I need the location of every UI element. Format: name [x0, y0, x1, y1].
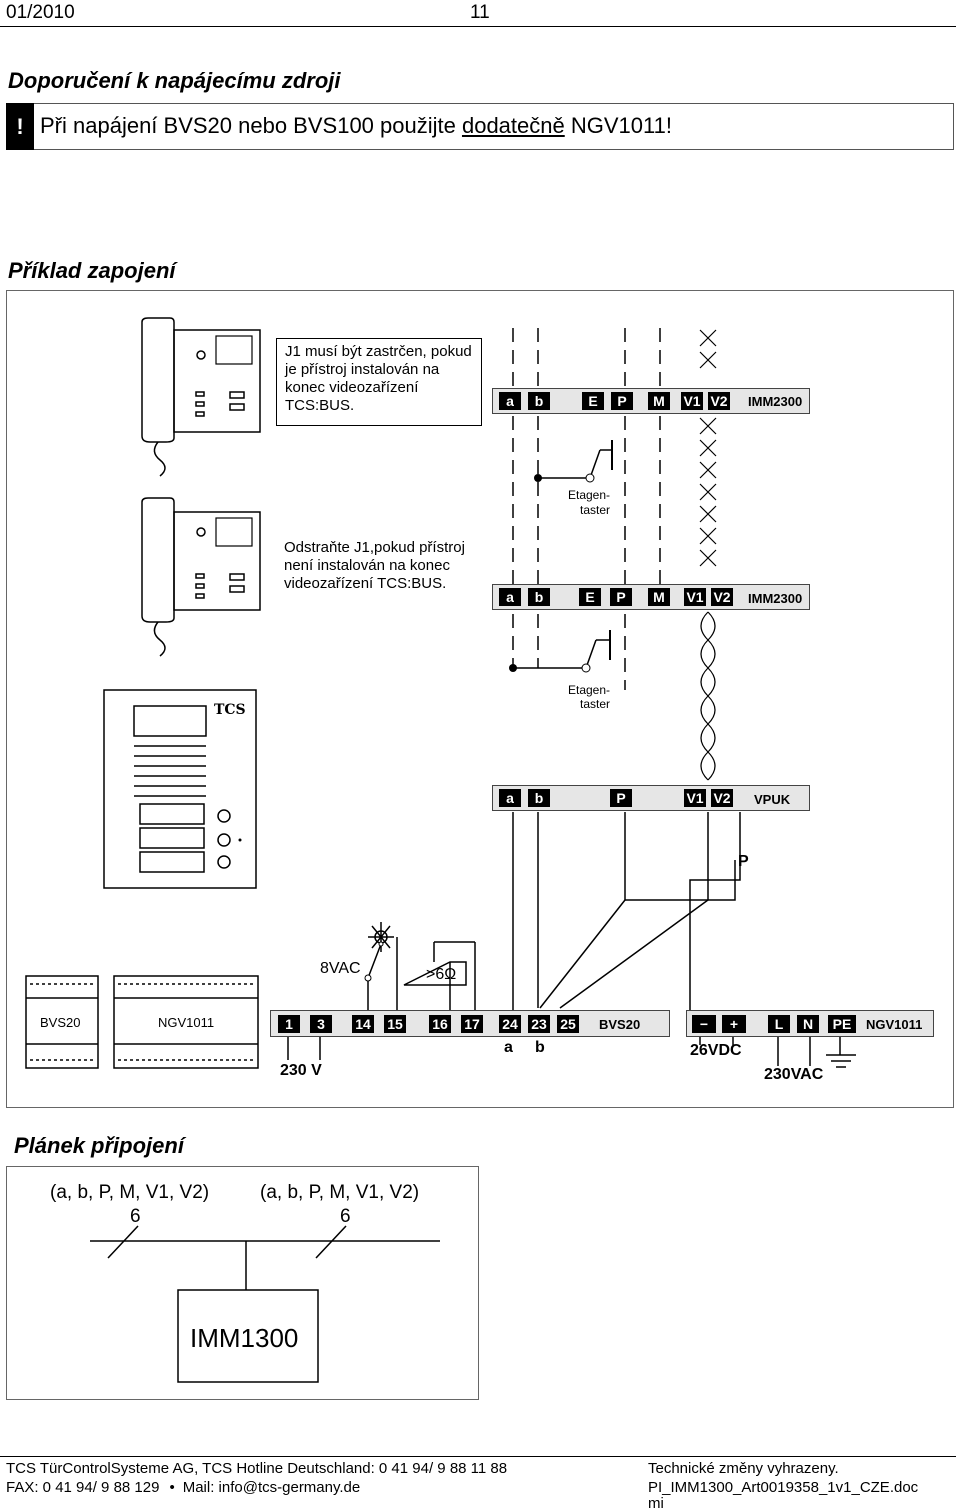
floor-button-label-2a: Etagen-: [568, 683, 611, 697]
cable-right-label: (a, b, P, M, V1, V2): [260, 1182, 420, 1203]
footer-doc-name: PI_IMM1300_Art0019358_1v1_CZE.doc: [648, 1479, 919, 1496]
example-section-title: Příklad zapojení: [8, 258, 176, 283]
power-section-title: Doporučení k napájecímu zdroji: [8, 68, 341, 93]
bvs20-module-label: BVS20: [40, 1015, 81, 1030]
note-j1-removed: Odstraňte J1,pokud přístroj není instalo…: [284, 539, 465, 592]
warning-text: Při napájení BVS20 nebo BVS100 použijte …: [40, 113, 672, 139]
strip-name-imm2300-bottom: IMM2300: [748, 591, 803, 606]
device-imm1300: IMM1300: [190, 1323, 299, 1353]
cable-left-count: 6: [130, 1206, 141, 1227]
floor-button-label-1b: taster: [580, 503, 611, 517]
footer-changes-note: Technické změny vyhrazeny.: [648, 1460, 839, 1477]
header-divider: [0, 26, 956, 27]
ngv1011-module-label: NGV1011: [158, 1015, 215, 1030]
header-date: 01/2010: [6, 2, 75, 23]
terminal-24: 24: [499, 1015, 521, 1033]
floor-button-label-1a: Etagen-: [568, 488, 611, 502]
terminal-p: P: [610, 789, 632, 807]
terminal-15: 15: [384, 1015, 406, 1033]
label-8vac: 8VAC: [320, 960, 361, 977]
label-resistor: >6Ω: [426, 966, 457, 983]
terminal-m: M: [648, 392, 670, 410]
label-230v: 230 V: [280, 1062, 322, 1079]
warning-text-start: Při napájení BVS20 nebo BVS100 použijte: [40, 113, 462, 138]
terminal-16: 16: [429, 1015, 451, 1033]
label-a: a: [504, 1039, 513, 1056]
terminal-a: a: [499, 392, 521, 410]
terminal-l: L: [768, 1015, 790, 1033]
indoor-video-station-top: [141, 317, 261, 477]
page-number: 11: [470, 2, 490, 23]
terminal-v1: V1: [684, 789, 706, 807]
terminal-p: P: [610, 588, 632, 606]
bvs20-module: [25, 975, 99, 1069]
warning-icon: !: [6, 103, 34, 150]
terminal-e: E: [579, 588, 601, 606]
cable-right-count: 6: [340, 1206, 351, 1227]
door-station: [103, 689, 257, 889]
footer-fax: FAX: 0 41 94/ 9 88 129: [6, 1479, 160, 1496]
plan-section-title: Plánek připojení: [14, 1133, 184, 1158]
strip-name-bvs20: BVS20: [599, 1017, 641, 1032]
terminal-pe: PE: [828, 1015, 856, 1033]
p-label: P: [738, 853, 749, 870]
terminal-n: N: [797, 1015, 819, 1033]
label-b: b: [535, 1039, 545, 1056]
terminal-m: M: [648, 588, 670, 606]
footer-mail: Mail: info@tcs-germany.de: [182, 1479, 361, 1496]
terminal-b: b: [528, 789, 550, 807]
terminal-a: a: [499, 789, 521, 807]
footer-contact: FAX: 0 41 94/ 9 88 129 • Mail: info@tcs-ge…: [6, 1479, 360, 1496]
terminal-23: 23: [528, 1015, 550, 1033]
terminal-plus: +: [722, 1015, 746, 1033]
terminal-a: a: [499, 588, 521, 606]
warning-text-emphasis: dodatečně: [461, 113, 565, 138]
wiring-diagram-frame: [6, 290, 954, 1108]
ngv1011-module: [113, 975, 259, 1069]
terminal-e: E: [582, 392, 604, 410]
strip-name-ngv1011: NGV1011: [866, 1017, 923, 1032]
strip-name-imm2300-top: IMM2300: [748, 394, 803, 409]
plan-frame: [6, 1166, 479, 1400]
terminal-p: P: [611, 392, 633, 410]
strip-name-vpuk: VPUK: [754, 792, 791, 807]
terminal-1: 1: [278, 1015, 300, 1033]
tcs-logo: TCS: [214, 702, 246, 718]
terminal-minus: −: [692, 1015, 716, 1033]
terminal-3: 3: [310, 1015, 332, 1033]
terminal-b: b: [528, 588, 550, 606]
terminal-v2: V2: [711, 789, 733, 807]
terminal-b: b: [528, 392, 550, 410]
terminal-25: 25: [557, 1015, 579, 1033]
terminal-14: 14: [352, 1015, 374, 1033]
label-230vac: 230VAC: [764, 1066, 824, 1083]
label-26vdc: 26VDC: [690, 1042, 742, 1059]
note-j1-inserted: J1 musí být zastrčen, pokud je přístroj …: [276, 338, 482, 426]
footer-company: TCS TürControlSysteme AG, TCS Hotline De…: [6, 1460, 508, 1477]
indoor-video-station-bottom: [141, 497, 261, 657]
terminal-v1: V1: [681, 392, 703, 410]
warning-text-end: NGV1011!: [564, 113, 672, 138]
footer-doc-name-cont: mi: [648, 1495, 664, 1512]
terminal-v2: V2: [711, 588, 733, 606]
floor-button-label-2b: taster: [580, 697, 611, 711]
cable-left-label: (a, b, P, M, V1, V2): [50, 1182, 210, 1203]
terminal-17: 17: [461, 1015, 483, 1033]
footer-divider: [0, 1456, 956, 1457]
terminal-v2: V2: [708, 392, 730, 410]
terminal-v1: V1: [684, 588, 706, 606]
footer-bullet: •: [169, 1479, 175, 1496]
